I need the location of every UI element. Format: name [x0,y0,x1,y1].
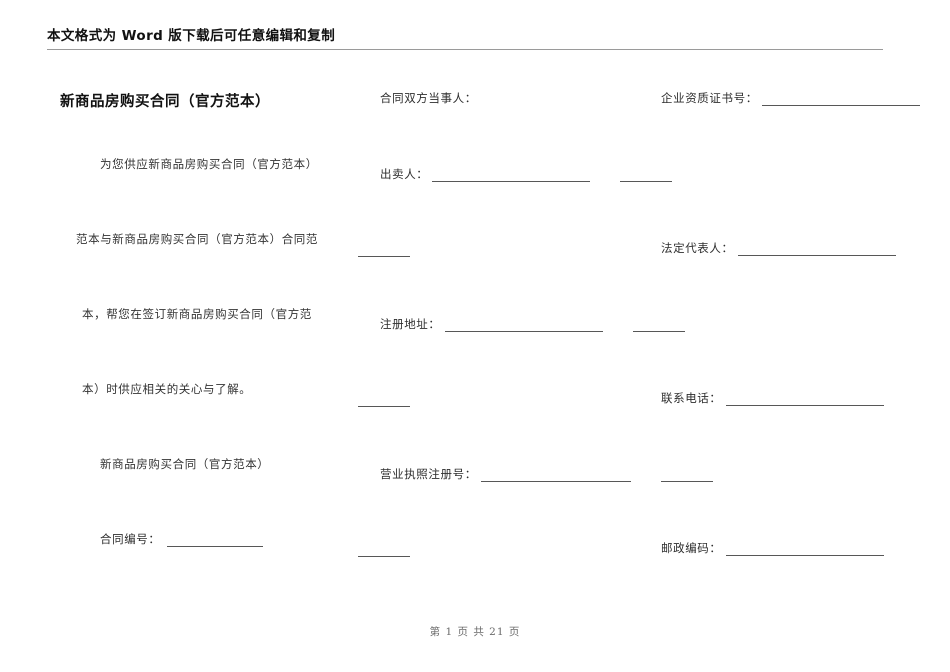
document-footer: 第 1 页 共 21 页 [0,620,950,639]
page-title: 新商品房购买合同（官方范本） [60,94,270,110]
business-license-extra-blank[interactable] [660,470,713,482]
intro-line-3: 本，帮您在签订新商品房购买合同（官方范 [82,307,312,321]
legal-representative-blank[interactable] [737,244,896,256]
registered-address-field[interactable]: 注册地址： [380,316,685,332]
registered-address-label: 注册地址： [380,317,441,331]
document-header: 本文格式为 Word 版下载后可任意编辑和复制 [47,27,887,50]
contact-phone-field[interactable]: 联系电话： [661,390,884,406]
registered-address-extra-blank[interactable] [632,320,685,332]
business-license-continuation-blank[interactable] [358,556,410,557]
seller-field[interactable]: 出卖人： [380,166,673,182]
seller-label: 出卖人： [380,167,429,181]
seller-continuation-blank[interactable] [358,256,410,257]
qualification-cert-field[interactable]: 企业资质证书号： [661,90,920,106]
contract-number-field[interactable]: 合同编号： [100,531,263,547]
contract-number-blank[interactable] [166,535,263,547]
qualification-cert-label: 企业资质证书号： [661,91,758,105]
seller-extra-blank[interactable] [620,170,673,182]
qualification-cert-blank[interactable] [761,94,920,106]
postal-code-label: 邮政编码： [661,541,722,555]
intro-line-2: 范本与新商品房购买合同（官方范本）合同范 [76,232,318,246]
header-banner-text: 本文格式为 Word 版下载后可任意编辑和复制 [47,28,336,44]
business-license-field[interactable]: 营业执照注册号： [380,466,713,482]
postal-code-field[interactable]: 邮政编码： [661,540,884,556]
contract-subtitle: 新商品房购买合同（官方范本） [100,457,270,471]
contact-phone-label: 联系电话： [661,391,722,405]
legal-representative-label: 法定代表人： [661,241,734,255]
header-divider [47,49,883,50]
document-body: 新商品房购买合同（官方范本） 为您供应新商品房购买合同（官方范本） 范本与新商品… [0,78,950,578]
contact-phone-blank[interactable] [725,394,884,406]
business-license-label: 营业执照注册号： [380,467,477,481]
page-number: 第 1 页 共 21 页 [429,626,521,638]
intro-line-1: 为您供应新商品房购买合同（官方范本） [100,157,318,171]
registered-address-blank[interactable] [444,320,603,332]
contract-number-label: 合同编号： [100,532,161,546]
business-license-blank[interactable] [480,470,631,482]
registered-address-continuation-blank[interactable] [358,406,410,407]
seller-blank[interactable] [432,170,591,182]
postal-code-blank[interactable] [725,544,884,556]
parties-heading-label: 合同双方当事人： [380,91,477,105]
legal-representative-field[interactable]: 法定代表人： [661,240,896,256]
intro-line-4: 本）时供应相关的关心与了解。 [82,382,252,396]
parties-heading: 合同双方当事人： [380,90,477,106]
